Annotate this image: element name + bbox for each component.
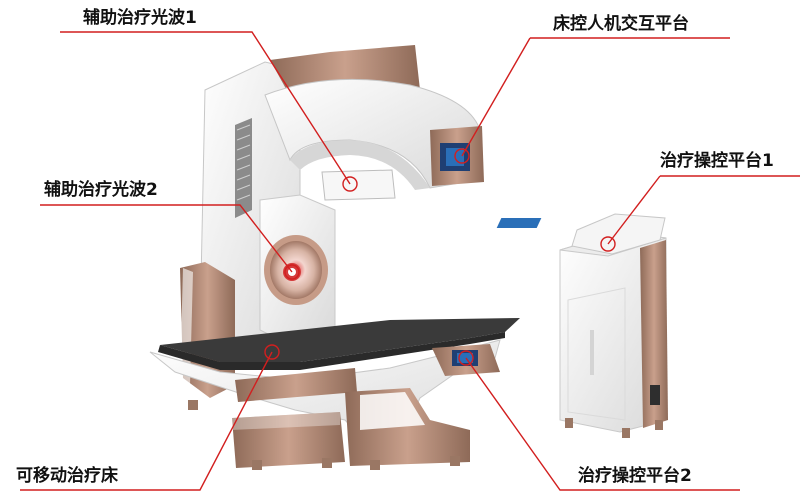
label-aux-light-1: 辅助治疗光波1 [83,8,197,28]
callout-marker-aux-light-1 [342,176,358,192]
cabinet-screen [496,218,542,228]
callout-marker-aux-light-2 [284,264,300,280]
callouts [20,31,800,491]
label-console-2: 治疗操控平台2 [578,466,692,486]
callout-marker-bed-hmi [454,148,470,164]
callout-marker-console-2 [458,350,474,366]
light-emitter-2 [264,235,328,305]
label-bed-hmi: 床控人机交互平台 [553,14,689,34]
label-console-1: 治疗操控平台1 [660,151,774,171]
callout-line-bed-hmi-diagonal [461,37,531,157]
label-aux-light-2: 辅助治疗光波2 [44,180,158,200]
callout-marker-mobile-bed [264,344,280,360]
callout-line-console-2 [465,357,740,491]
callout-line-mobile-bed [20,351,273,491]
callout-line-aux-light-2 [40,204,293,273]
callout-line-console-1-diagonal [607,175,661,245]
callout-marker-console-1 [600,236,616,252]
vent-grille [235,118,252,218]
callout-line-aux-light-1 [60,31,351,185]
label-mobile-bed: 可移动治疗床 [16,466,118,486]
console-cabinet [496,213,668,438]
treatment-table [149,318,520,470]
